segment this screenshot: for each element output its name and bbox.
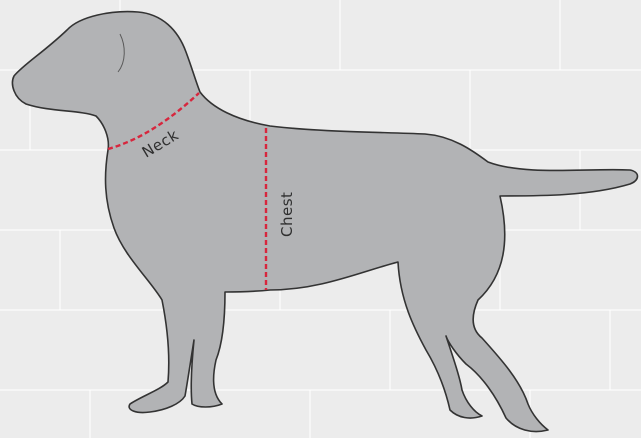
chest-label: Chest — [278, 192, 296, 237]
